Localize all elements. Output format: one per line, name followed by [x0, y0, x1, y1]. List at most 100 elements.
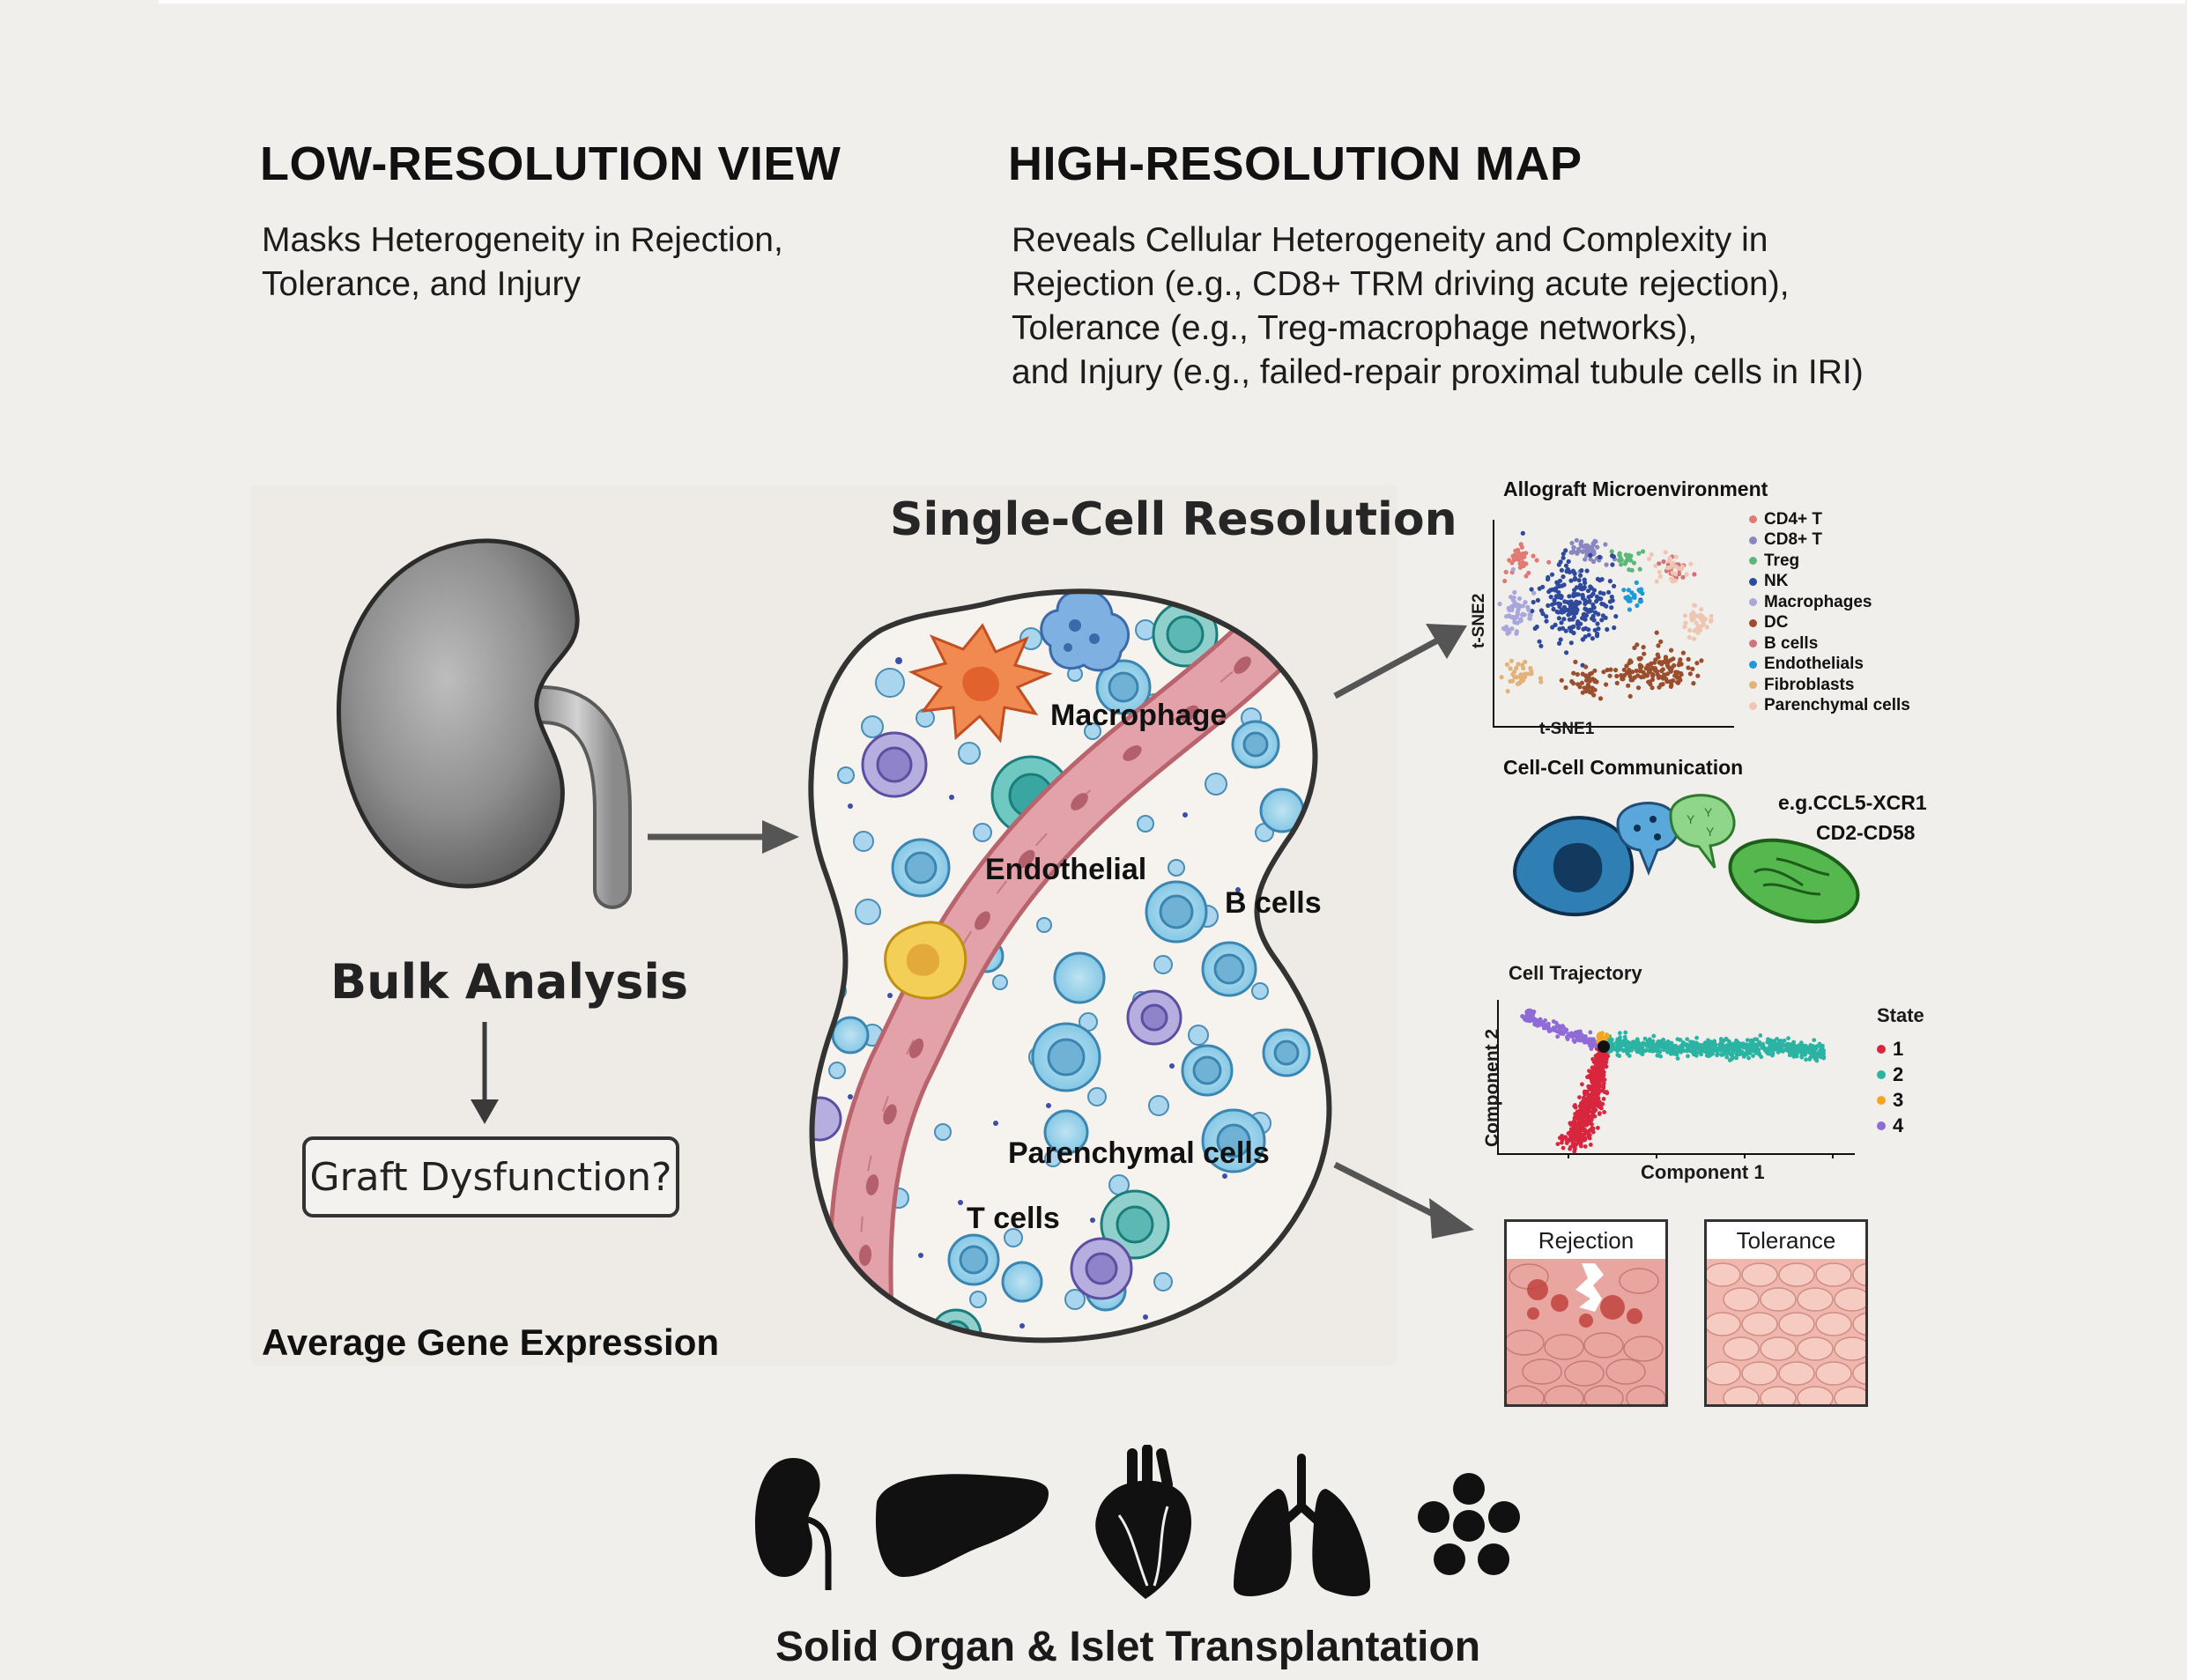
tsne-point	[1695, 673, 1701, 678]
tsne-point	[1673, 564, 1679, 569]
trajectory-point	[1751, 1054, 1755, 1058]
trajectory-point	[1588, 1096, 1592, 1101]
tsne-point	[1516, 596, 1523, 602]
yellow-cell	[884, 921, 967, 1000]
tsne-point	[1567, 594, 1572, 599]
tsne-point	[1504, 662, 1510, 667]
trajectory-point	[1703, 1047, 1709, 1053]
trajectory-point	[1596, 1125, 1600, 1130]
endothelial-label: Endothelial	[985, 853, 1147, 886]
trajectory-point	[1526, 1010, 1531, 1015]
tsne-point	[1606, 589, 1612, 595]
tsne-point	[1634, 580, 1639, 585]
trajectory-point	[1593, 1085, 1598, 1090]
trajectory-point	[1600, 1088, 1605, 1093]
kidney-illustration	[336, 538, 632, 909]
tsne-point	[1583, 625, 1589, 631]
top-band	[159, 0, 2185, 4]
tsne-point	[1561, 551, 1566, 557]
tsne-point	[1583, 689, 1589, 694]
low-desc-line: Masks Heterogeneity in Rejection,	[262, 221, 783, 259]
tsne-point	[1686, 656, 1691, 662]
tsne-point	[1657, 569, 1662, 574]
trajectory-point	[1734, 1055, 1738, 1061]
trajectory-point	[1672, 1051, 1677, 1056]
tsne-point	[1679, 566, 1684, 572]
tsne-point	[1514, 629, 1519, 634]
tsne-point	[1661, 559, 1666, 565]
tsne-point	[1569, 540, 1575, 546]
trajectory-point	[1575, 1125, 1580, 1130]
tsne-point	[1584, 568, 1590, 574]
tsne-point	[1573, 659, 1578, 664]
trajectory-point	[1657, 1048, 1663, 1054]
tsne-point	[1691, 681, 1696, 686]
trajectory-point	[1618, 1031, 1622, 1036]
large-cells	[831, 659, 1311, 1312]
tsne-point	[1660, 667, 1665, 672]
legend-swatch	[1749, 515, 1757, 524]
trajectory-point	[1583, 1106, 1587, 1112]
tsne-point	[1501, 625, 1506, 631]
tsne-point	[1585, 588, 1591, 594]
trajectory-point	[1765, 1040, 1770, 1045]
trajectory-point	[1590, 1121, 1594, 1127]
t-cells-label: T cells	[967, 1202, 1060, 1235]
legend-label: NK	[1764, 572, 1789, 591]
tsne-point	[1598, 696, 1604, 701]
tsne-point	[1564, 650, 1569, 655]
tsne-point	[1510, 566, 1516, 572]
tsne-point	[1571, 624, 1576, 629]
trajectory-point	[1718, 1044, 1724, 1048]
tsne-point	[1709, 613, 1714, 618]
tsne-point	[1636, 551, 1642, 556]
trajectory-point	[1655, 1053, 1660, 1058]
trajectory-point	[1709, 1040, 1715, 1046]
trajectory-point	[1592, 1076, 1598, 1081]
trajectory-point	[1804, 1049, 1809, 1055]
trajectory-point	[1810, 1054, 1814, 1059]
trajectory-point	[1605, 1091, 1610, 1096]
legend-item: NK	[1749, 572, 1910, 593]
tsne-point	[1641, 674, 1647, 679]
tsne-point	[1575, 682, 1581, 687]
tsne-point	[1530, 609, 1535, 614]
trajectory-ylabel: Component 2	[1482, 1028, 1502, 1147]
tsne-point	[1601, 670, 1606, 675]
tsne-point	[1520, 603, 1525, 609]
trajectory-point	[1579, 1143, 1583, 1149]
legend-swatch	[1877, 1121, 1886, 1130]
tsne-point	[1594, 598, 1599, 604]
svg-text:Y: Y	[1687, 812, 1695, 826]
trajectory-point	[1555, 1034, 1560, 1040]
trajectory-point	[1590, 1041, 1595, 1047]
tsne-point	[1583, 606, 1588, 611]
trajectory-point	[1590, 1065, 1596, 1070]
tsne-point	[1516, 603, 1522, 608]
legend-swatch	[1749, 536, 1757, 544]
trajectory-point	[1676, 1049, 1681, 1054]
trajectory-point	[1602, 1110, 1606, 1114]
heart-icon	[1095, 1445, 1192, 1599]
tsne-point	[1614, 680, 1620, 685]
tsne-point	[1563, 548, 1568, 553]
trajectory-point	[1799, 1052, 1805, 1056]
trajectory-point	[1593, 1102, 1598, 1106]
tsne-point	[1695, 630, 1701, 635]
tsne-point	[1559, 596, 1564, 601]
trajectory-point	[1575, 1109, 1580, 1114]
tsne-point	[1641, 645, 1646, 650]
macrophage-cell	[908, 623, 1053, 744]
trajectory-point	[1560, 1024, 1565, 1028]
tsne-point	[1512, 675, 1517, 680]
trajectory-point	[1585, 1118, 1590, 1123]
tsne-point	[1650, 671, 1656, 677]
legend-item: 3	[1877, 1087, 1903, 1113]
rejection-tissue	[1507, 1259, 1665, 1404]
tsne-point	[1535, 597, 1540, 603]
trajectory-point	[1777, 1048, 1783, 1054]
trajectory-point	[1555, 1029, 1561, 1034]
trajectory-point	[1741, 1045, 1746, 1050]
tsne-point	[1538, 676, 1543, 681]
trajectory-point	[1596, 1033, 1601, 1039]
